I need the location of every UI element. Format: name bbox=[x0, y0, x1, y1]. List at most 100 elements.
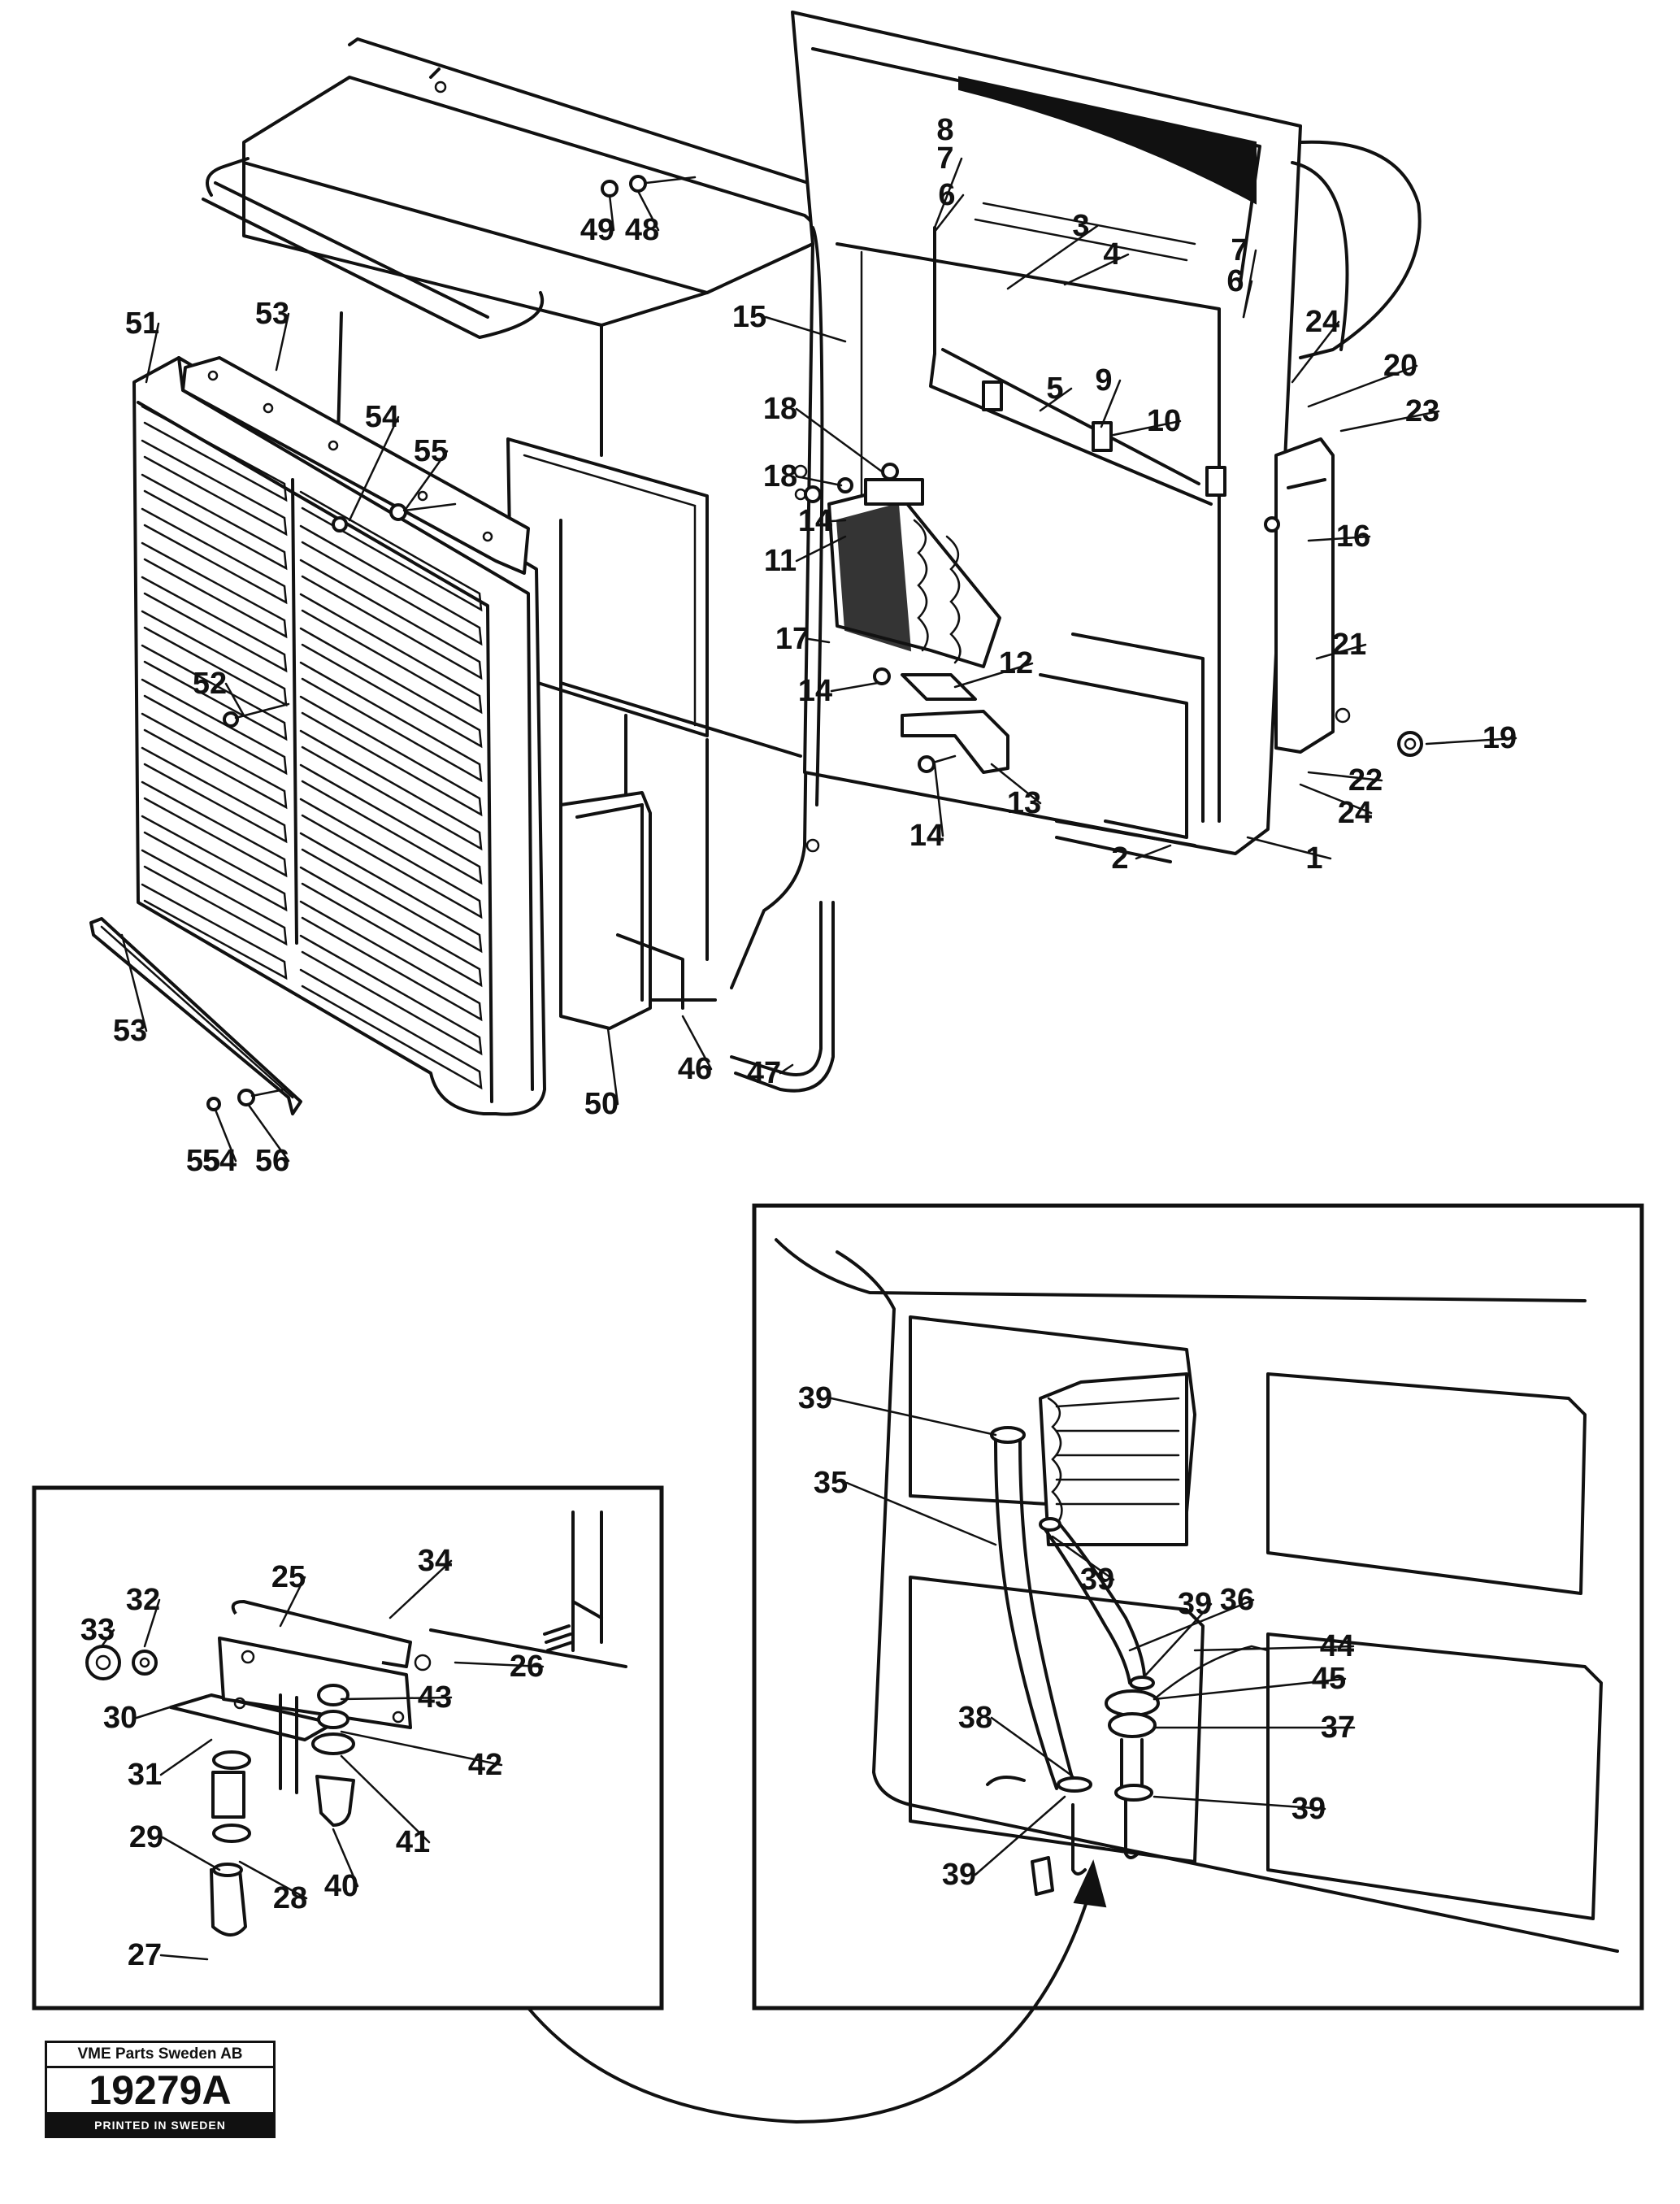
callout-label: 41 bbox=[396, 1825, 430, 1859]
callout-label: 55 bbox=[414, 434, 448, 468]
leader-line bbox=[974, 1795, 1066, 1876]
callout-label: 49 bbox=[580, 213, 614, 247]
leader-line bbox=[224, 682, 245, 717]
callout-label: 6 bbox=[1226, 264, 1244, 298]
callout-label: 24 bbox=[1305, 305, 1339, 339]
leader-line bbox=[681, 1015, 713, 1071]
louvre-slat bbox=[299, 968, 483, 1090]
callout-label: 21 bbox=[1332, 628, 1366, 662]
louvre-slat bbox=[141, 712, 288, 810]
callout-label: 16 bbox=[1336, 519, 1370, 554]
leader-line bbox=[830, 1397, 997, 1437]
leader-line bbox=[807, 637, 831, 644]
leader-line bbox=[340, 1754, 431, 1844]
leader-line bbox=[830, 519, 847, 523]
leader-line bbox=[161, 1836, 221, 1871]
louvre-slat bbox=[141, 678, 288, 776]
leader-line bbox=[1135, 844, 1172, 860]
louvre-slat bbox=[141, 541, 288, 639]
leader-line bbox=[990, 763, 1042, 805]
leader-line bbox=[795, 407, 883, 473]
support-rail bbox=[929, 226, 1226, 506]
louvre-slat bbox=[299, 729, 483, 851]
callout-label: 8 bbox=[936, 113, 953, 147]
leader-line bbox=[145, 322, 160, 384]
callout-label: 19 bbox=[1482, 721, 1517, 755]
leader-line bbox=[389, 1559, 453, 1619]
louvre-slat bbox=[299, 900, 483, 1022]
callout-label: 42 bbox=[468, 1748, 502, 1782]
callout-label: 13 bbox=[1007, 786, 1041, 820]
louvre-grille bbox=[132, 356, 546, 1116]
leader-line bbox=[143, 1598, 161, 1648]
louvre-slat bbox=[299, 832, 483, 954]
leader-line bbox=[1246, 836, 1332, 860]
louvre-slat bbox=[299, 559, 483, 680]
leader-line bbox=[246, 1102, 290, 1163]
leader-line bbox=[1153, 1795, 1326, 1811]
leader-line bbox=[348, 415, 400, 522]
louvre-slat bbox=[299, 524, 483, 646]
callout-label: 37 bbox=[1321, 1711, 1355, 1745]
callout-label: 39 bbox=[1291, 1792, 1326, 1826]
callout-label: 39 bbox=[798, 1381, 832, 1415]
leader-line bbox=[845, 1481, 997, 1546]
leader-line bbox=[1315, 643, 1367, 660]
callout-label: 18 bbox=[763, 459, 797, 493]
heat-exchanger bbox=[827, 478, 1001, 668]
leader-line bbox=[1242, 249, 1257, 319]
leader-line bbox=[159, 1954, 209, 1961]
callout-label: 52 bbox=[193, 667, 227, 701]
callout-label: 3 bbox=[1072, 209, 1089, 243]
leader-line bbox=[1039, 387, 1073, 412]
callout-label: 28 bbox=[273, 1881, 307, 1915]
leader-line bbox=[1112, 419, 1182, 437]
louvre-slat bbox=[299, 866, 483, 988]
callout-label: 53 bbox=[255, 297, 289, 331]
leader-line bbox=[1063, 253, 1130, 286]
callout-label: 22 bbox=[1348, 763, 1383, 798]
leader-line bbox=[340, 1730, 503, 1767]
callout-label: 9 bbox=[1095, 363, 1112, 398]
leader-line bbox=[1307, 771, 1383, 782]
louvre-slat bbox=[141, 746, 288, 844]
leader-line bbox=[1006, 224, 1099, 290]
callout-label: 20 bbox=[1383, 349, 1417, 383]
bottom-mounting-strip bbox=[89, 917, 302, 1115]
callout-label: 39 bbox=[1178, 1587, 1212, 1621]
callout-label: 15 bbox=[732, 300, 766, 334]
callout-label: 50 bbox=[584, 1087, 619, 1121]
stamp-company: VME Parts Sweden AB bbox=[47, 2043, 273, 2068]
callout-label: 38 bbox=[958, 1701, 992, 1735]
leader-line bbox=[933, 763, 944, 837]
callout-label: 30 bbox=[103, 1701, 137, 1735]
inset-hoses bbox=[752, 1203, 1644, 2011]
leader-line bbox=[1291, 320, 1340, 384]
leader-line bbox=[405, 450, 449, 510]
louvre-slat bbox=[299, 490, 483, 612]
fasteners bbox=[206, 175, 1423, 1111]
callout-label: 45 bbox=[1312, 1662, 1346, 1696]
leader-line bbox=[636, 189, 660, 232]
callout-label: 1 bbox=[1305, 841, 1322, 876]
callout-label: 17 bbox=[775, 622, 810, 656]
louvre-slat bbox=[141, 473, 288, 571]
callout-label: 29 bbox=[129, 1820, 163, 1854]
leader-line bbox=[279, 1576, 306, 1628]
leader-line bbox=[953, 662, 1034, 689]
callout-label: 24 bbox=[1338, 796, 1372, 830]
heater-housing bbox=[202, 37, 835, 1093]
leader-line bbox=[1100, 379, 1122, 428]
louvre-slat bbox=[299, 934, 483, 1056]
louvre-slat bbox=[299, 798, 483, 919]
callout-label: 43 bbox=[418, 1680, 452, 1715]
leader-line bbox=[275, 312, 290, 372]
louvre-slat bbox=[141, 507, 288, 605]
leader-line bbox=[779, 1063, 794, 1075]
callout-label: 54 bbox=[365, 400, 399, 434]
connection-arrow bbox=[527, 1859, 1107, 2124]
louvre-slat bbox=[141, 405, 288, 502]
leader-line bbox=[1051, 1535, 1115, 1581]
louvre-slat bbox=[141, 610, 288, 707]
callout-label: 51 bbox=[125, 306, 159, 341]
